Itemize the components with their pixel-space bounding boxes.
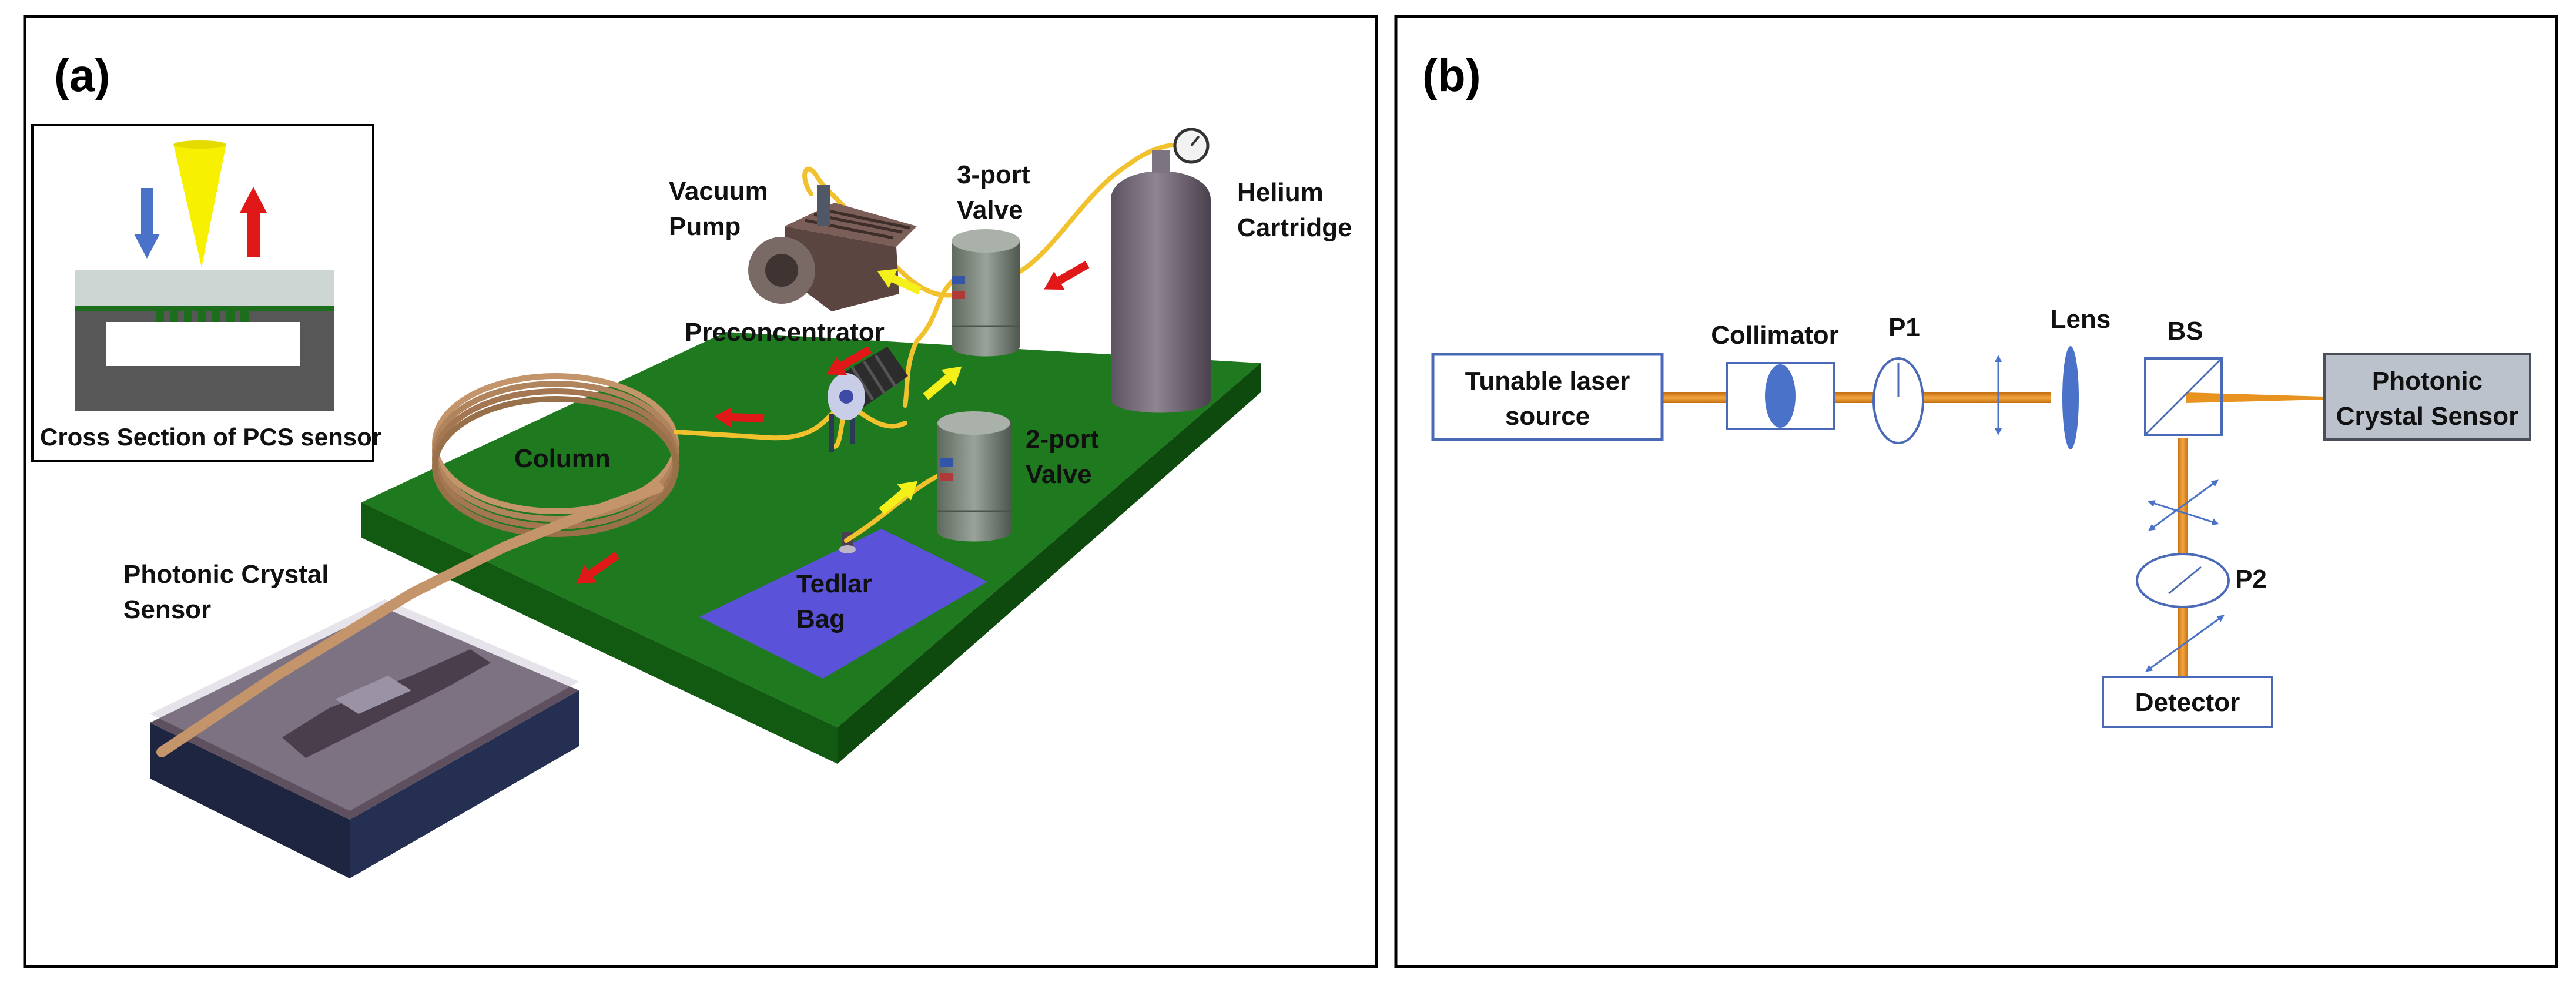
arrow-helium-to-valve-icon	[1044, 260, 1090, 290]
three-port-valve	[952, 229, 1020, 357]
photonic-crystal-array	[335, 676, 411, 714]
tedlar-bag	[699, 529, 987, 679]
detector-box	[2102, 676, 2273, 728]
two-port-valve	[937, 411, 1011, 542]
arrow-tedlar-to-valve2-icon	[879, 481, 918, 515]
cavity	[106, 322, 300, 366]
label-column: Column	[514, 444, 611, 473]
chip-side-front	[150, 723, 350, 878]
label-helium-2: Cartridge	[1237, 213, 1352, 242]
pcs-cross-section-inset: Cross Section of PCS sensor	[31, 124, 381, 462]
polarizer-p1	[1872, 357, 1924, 444]
label-2port-2: Valve	[1026, 460, 1092, 489]
label-vacuum-pump-1: Vacuum	[669, 177, 768, 206]
board	[361, 332, 1261, 764]
label-pcs-2: Sensor	[123, 595, 211, 624]
vacuum-pump	[748, 185, 917, 311]
label-laser-1: Tunable laser	[1465, 367, 1630, 395]
chip-channel	[282, 649, 491, 758]
arrow-to-sensor-icon	[576, 552, 620, 584]
panel-b-letter: (b)	[1422, 49, 1481, 101]
label-helium-1: Helium	[1237, 178, 1324, 207]
label-p2: P2	[2235, 565, 2267, 593]
helium-cartridge	[1111, 128, 1211, 413]
beam-splitter-diagonal	[2144, 357, 2223, 436]
label-3port-2: Valve	[957, 196, 1023, 224]
label-tedlar-2: Bag	[796, 605, 845, 633]
label-pcs-b-2: Crystal Sensor	[2336, 402, 2519, 431]
tunable-laser-source-box	[1431, 353, 1664, 441]
photonic-crystal-sensor-box	[2323, 353, 2531, 441]
cover-layer	[75, 270, 334, 307]
panel-a-labels: Vacuum Pump 3-port Valve Helium Cartridg…	[123, 160, 1352, 633]
preconcentrator	[828, 347, 908, 452]
label-pcs-1: Photonic Crystal	[123, 560, 329, 589]
polarization-diag-2-icon	[2148, 500, 2219, 525]
light-cone-icon	[173, 144, 226, 267]
arrow-valve2-to-valve3-icon	[923, 366, 962, 400]
label-2port-1: 2-port	[1026, 425, 1099, 454]
board-front	[361, 502, 838, 764]
inset-caption: Cross Section of PCS sensor	[40, 423, 381, 451]
pcs-sensor-chip	[150, 599, 579, 878]
tube-column-to-chip	[156, 482, 664, 757]
cone-top	[173, 140, 226, 149]
label-3port-1: 3-port	[957, 160, 1030, 189]
label-laser-2: source	[1505, 402, 1590, 431]
label-pcs-b-1: Photonic	[2372, 367, 2483, 395]
incident-arrow-icon	[134, 188, 160, 259]
label-preconcentrator: Preconcentrator	[685, 318, 885, 347]
collimator-lens	[1765, 364, 1796, 428]
label-tedlar-1: Tedlar	[796, 569, 872, 598]
p2-axis	[2168, 566, 2202, 595]
polarizer-p2	[2136, 553, 2230, 608]
panel-a-letter: (a)	[54, 49, 110, 101]
board-side	[838, 363, 1261, 764]
polarization-diag-3-icon	[2145, 615, 2225, 672]
yellow-flow-arrows	[877, 269, 962, 515]
label-bs: BS	[2167, 317, 2203, 345]
label-p1: P1	[1888, 313, 1920, 342]
grating-teeth	[156, 311, 249, 322]
arrow-to-column-icon	[714, 407, 765, 428]
arrow-preconcentrator-icon	[826, 345, 872, 375]
beam-splitter	[2144, 357, 2223, 436]
beam-horizontal	[1657, 392, 2051, 403]
label-collimator: Collimator	[1711, 321, 1839, 350]
board-top	[361, 332, 1261, 727]
label-lens: Lens	[2051, 305, 2111, 334]
chip-side-right	[350, 690, 579, 878]
panel-b-frame	[1394, 15, 2558, 968]
label-detector: Detector	[2135, 688, 2240, 717]
grating-layer	[75, 306, 334, 311]
arrow-to-vacuum-icon	[877, 269, 922, 295]
focusing-lens	[2062, 346, 2079, 449]
label-vacuum-pump-2: Pump	[669, 212, 741, 241]
red-flow-arrows	[576, 260, 1090, 584]
reflected-arrow-icon	[240, 187, 267, 257]
